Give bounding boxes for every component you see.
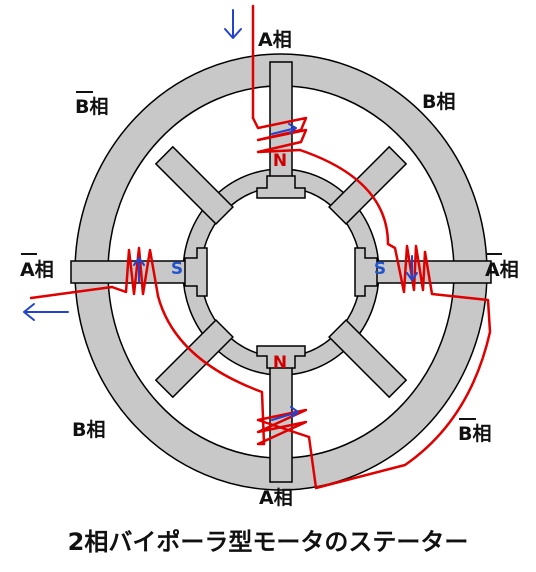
coil-arrow-top-icon bbox=[271, 123, 297, 135]
pole-label-bottom: N bbox=[273, 353, 287, 373]
phase-label-a-top: A相 bbox=[258, 29, 292, 51]
coil-right bbox=[386, 242, 427, 294]
wire-top-to-right bbox=[298, 148, 390, 246]
arrow-left-icon bbox=[23, 303, 69, 321]
coil-bottom bbox=[256, 408, 311, 446]
spoke-upper-left bbox=[155, 146, 234, 225]
phase-label-b-bar-upper-left: B相 bbox=[75, 96, 108, 118]
phase-label-a-bottom: A相 bbox=[259, 487, 293, 509]
coil-left bbox=[110, 246, 160, 298]
spoke-lower-right bbox=[328, 319, 407, 398]
phase-label-b-upper-right: B相 bbox=[422, 91, 455, 113]
coil-top bbox=[251, 116, 308, 154]
pole-label-left: S bbox=[171, 259, 183, 279]
diagram-caption: 2相バイポーラ型モータのステーター bbox=[67, 528, 469, 556]
phase-label-a-bar-left: A相 bbox=[20, 259, 54, 281]
pole-label-top: N bbox=[273, 151, 287, 171]
pole-label-right: S bbox=[374, 259, 386, 279]
spoke-lower-left bbox=[155, 319, 234, 398]
spoke-upper-right bbox=[328, 146, 407, 225]
wire-bottom-to-left bbox=[156, 294, 266, 446]
coil-arrow-right-icon bbox=[406, 255, 418, 281]
phase-label-a-bar-right: A相 bbox=[485, 259, 519, 281]
wire-right-to-bottom bbox=[307, 250, 492, 490]
phase-label-b-lower-left: B相 bbox=[72, 419, 105, 441]
wire-a-lead-left bbox=[29, 285, 114, 300]
coil-arrow-bottom-icon bbox=[271, 406, 299, 421]
phase-label-b-bar-lower-right: B相 bbox=[458, 423, 491, 445]
coil-arrow-left-icon bbox=[133, 257, 145, 283]
arrow-down-icon bbox=[224, 9, 242, 39]
